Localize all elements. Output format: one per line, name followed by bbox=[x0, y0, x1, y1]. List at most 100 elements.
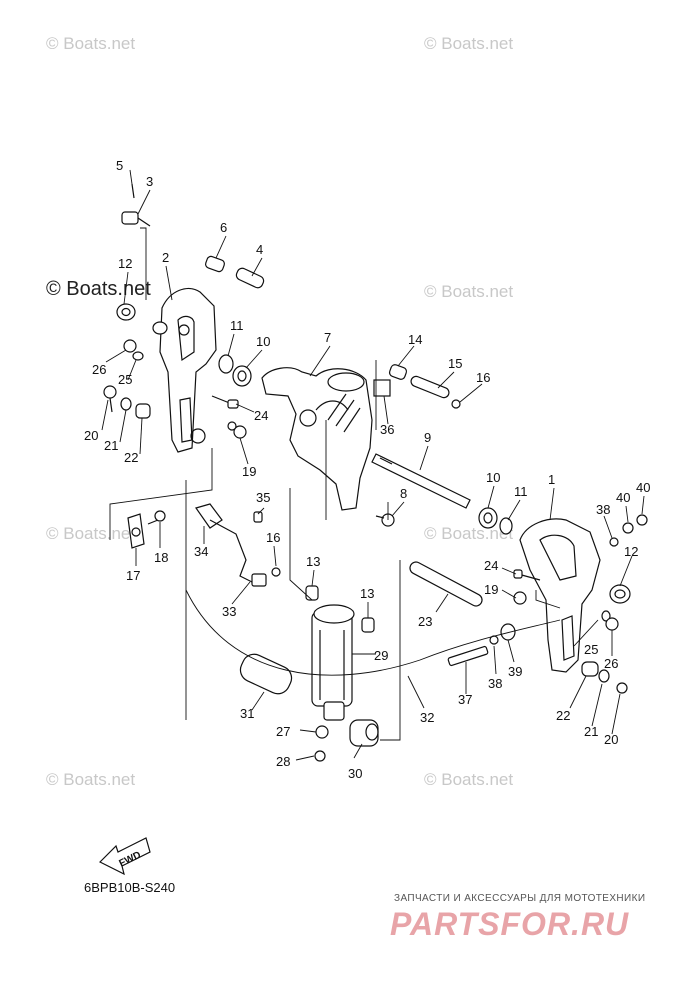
callout: 32 bbox=[420, 710, 434, 725]
bushing-14 bbox=[388, 364, 408, 380]
callout: 26 bbox=[604, 656, 618, 671]
bolt-37 bbox=[447, 645, 489, 667]
fwd-arrow-icon: FWD bbox=[98, 837, 151, 876]
callout: 37 bbox=[458, 692, 472, 707]
callout: 11 bbox=[230, 318, 244, 333]
callout: 26 bbox=[92, 362, 106, 377]
callout: 11 bbox=[514, 484, 528, 499]
pin-5 bbox=[131, 183, 135, 199]
screw-19-right bbox=[513, 591, 527, 605]
callout: 23 bbox=[418, 614, 432, 629]
callout: 36 bbox=[380, 422, 394, 437]
clip-16-lower bbox=[271, 567, 281, 577]
callout: 7 bbox=[324, 330, 331, 345]
washer-38-upper bbox=[609, 537, 619, 547]
washer-25-left bbox=[132, 351, 144, 361]
bolt-18 bbox=[147, 510, 166, 525]
nut-40-b bbox=[636, 514, 648, 526]
callout: 30 bbox=[348, 766, 362, 781]
screw-35 bbox=[253, 511, 263, 523]
bolt-20-left bbox=[103, 385, 117, 413]
watermark: © Boats.net bbox=[46, 34, 136, 53]
watermark: © Boats.net bbox=[424, 282, 514, 301]
callout: 25 bbox=[584, 642, 598, 657]
watermark: © Boats.net bbox=[46, 278, 151, 300]
watermark: © Boats.net bbox=[424, 524, 514, 543]
callout: 40 bbox=[636, 480, 650, 495]
pin-15 bbox=[410, 375, 450, 399]
callout: 40 bbox=[616, 490, 630, 505]
callout: 16 bbox=[476, 370, 490, 385]
leader-lines bbox=[101, 169, 645, 761]
callout: 20 bbox=[604, 732, 618, 747]
tube-23 bbox=[409, 561, 483, 607]
callout: 22 bbox=[124, 450, 138, 465]
washer-16-left-top bbox=[227, 421, 237, 431]
callout: 1 bbox=[548, 472, 555, 487]
callout: 15 bbox=[448, 356, 462, 371]
bolt-24-right bbox=[513, 569, 541, 581]
callout: 3 bbox=[146, 174, 153, 189]
clip-16 bbox=[451, 399, 461, 409]
watermark: © Boats.net bbox=[424, 34, 514, 53]
callout: 24 bbox=[484, 558, 498, 573]
washer-12-inner bbox=[152, 321, 168, 335]
swivel-bracket-7 bbox=[261, 367, 373, 511]
shaft-9 bbox=[371, 453, 471, 509]
callout: 10 bbox=[256, 334, 270, 349]
bushing-22-right bbox=[581, 661, 599, 677]
callout: 12 bbox=[624, 544, 638, 559]
callout: 38 bbox=[488, 676, 502, 691]
watermark: © Boats.net bbox=[424, 770, 514, 789]
callout: 21 bbox=[584, 724, 598, 739]
callout: 14 bbox=[408, 332, 422, 347]
bolt-8 bbox=[375, 513, 395, 527]
bolt-20-right bbox=[616, 682, 628, 694]
footer-tagline: ЗАПЧАСТИ И АКСЕССУАРЫ ДЛЯ МОТОТЕХНИКИ bbox=[394, 893, 646, 904]
reference-lines bbox=[109, 227, 561, 741]
label-36 bbox=[373, 379, 391, 397]
callout: 13 bbox=[360, 586, 374, 601]
callout: 16 bbox=[266, 530, 280, 545]
lever-34 bbox=[195, 503, 223, 529]
callout: 35 bbox=[256, 490, 270, 505]
callout: 10 bbox=[486, 470, 500, 485]
callout: 39 bbox=[508, 664, 522, 679]
callout: 6 bbox=[220, 220, 227, 235]
callout: 18 bbox=[154, 550, 168, 565]
tube-4 bbox=[235, 267, 265, 289]
callout: 5 bbox=[116, 158, 123, 173]
washer-11-right bbox=[499, 517, 513, 535]
callout: 29 bbox=[374, 648, 388, 663]
callout: 12 bbox=[118, 256, 132, 271]
bolt-3 bbox=[121, 211, 151, 227]
callout: 28 bbox=[276, 754, 290, 769]
washer-11 bbox=[218, 354, 234, 374]
callout: 13 bbox=[306, 554, 320, 569]
washer-39 bbox=[500, 623, 516, 641]
callout: 8 bbox=[400, 486, 407, 501]
watermark: © Boats.net bbox=[46, 770, 136, 789]
callout: 34 bbox=[194, 544, 208, 559]
tilt-cylinder-29 bbox=[311, 604, 355, 721]
bushing-6 bbox=[205, 255, 225, 273]
bushing-30 bbox=[349, 719, 379, 747]
callout: 25 bbox=[118, 372, 132, 387]
nut-12-left bbox=[116, 303, 136, 321]
bushing-10-right bbox=[478, 507, 498, 529]
clamp-bracket-left bbox=[159, 287, 217, 453]
rod-33 bbox=[209, 519, 267, 587]
bushing-13-b bbox=[361, 617, 375, 633]
bolt-24-left bbox=[211, 395, 239, 409]
washer-25-right bbox=[601, 610, 611, 622]
footer-brand-logo: PARTSFOR.RU bbox=[390, 906, 630, 942]
bushing-22-left bbox=[135, 403, 151, 419]
diagram-code: 6BPB10B-S240 bbox=[84, 880, 176, 895]
callout: 19 bbox=[242, 464, 256, 479]
washer-21-left bbox=[120, 397, 132, 411]
callout: 2 bbox=[162, 250, 169, 265]
callout: 27 bbox=[276, 724, 290, 739]
callout: 9 bbox=[424, 430, 431, 445]
callout: 38 bbox=[596, 502, 610, 517]
